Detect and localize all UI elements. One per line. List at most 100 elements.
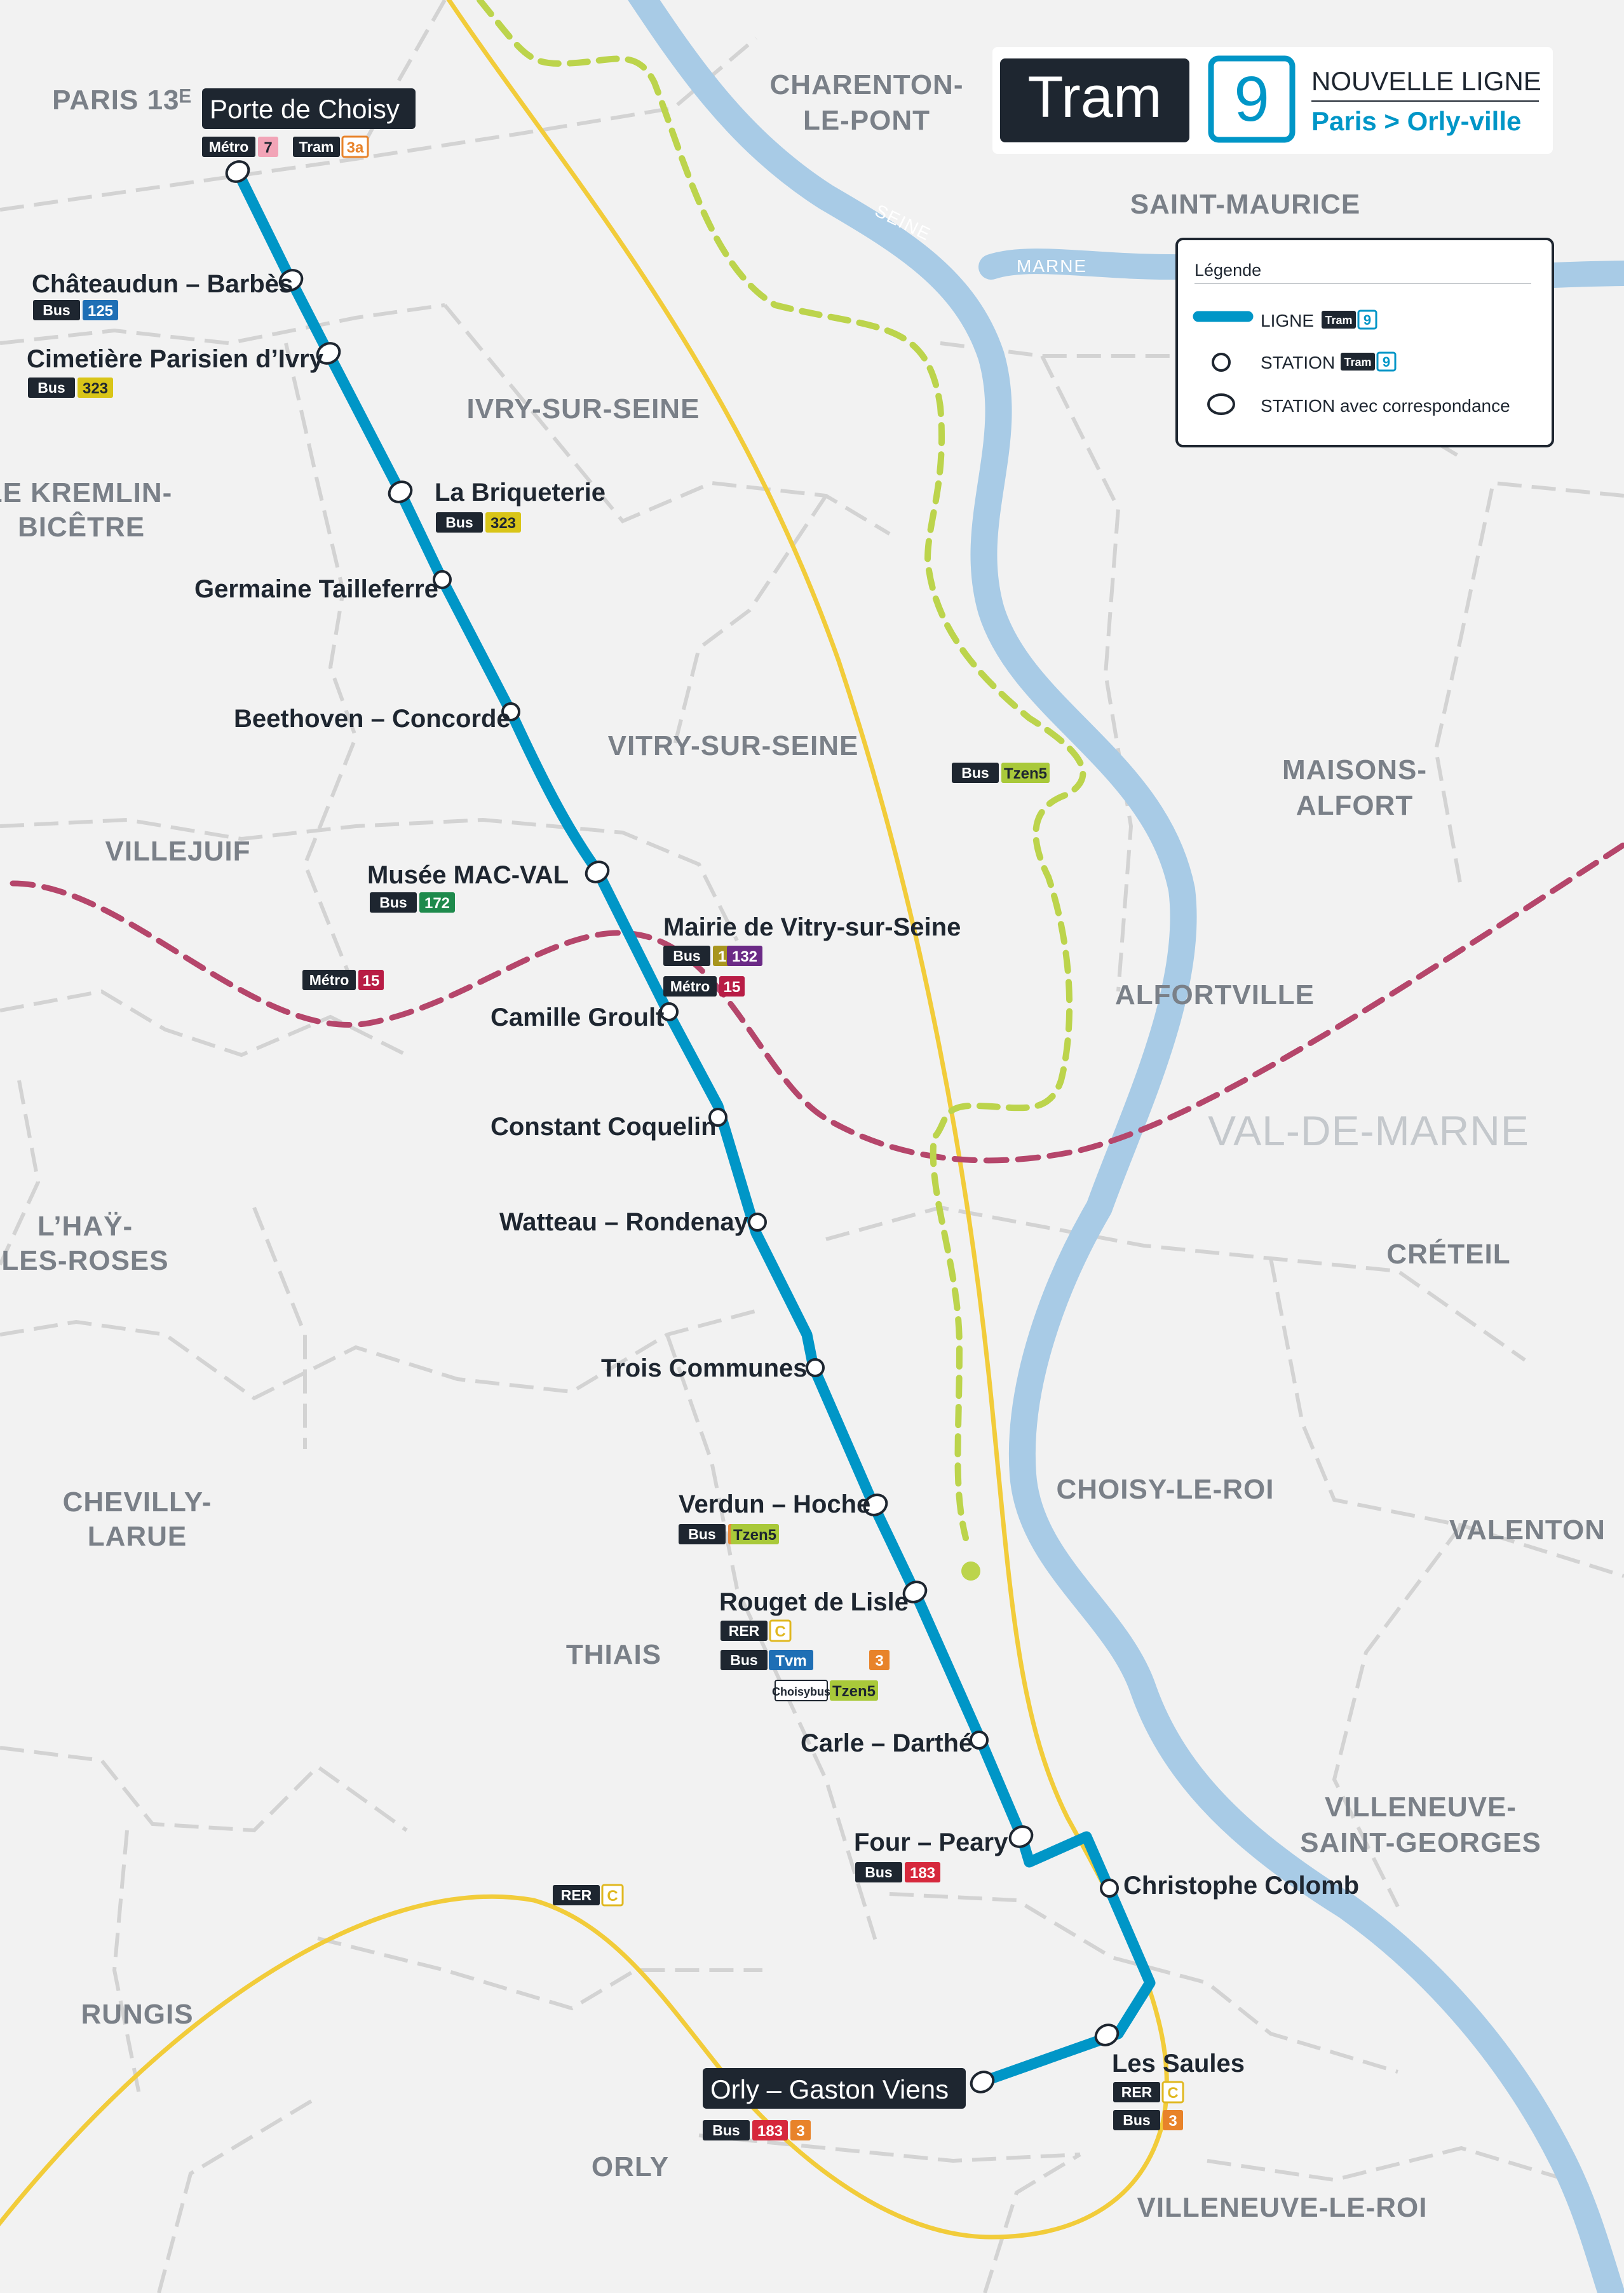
legend-interchange-label: STATION avec correspondance <box>1261 396 1510 416</box>
svg-text:Métro: Métro <box>209 139 249 155</box>
label-watteau-rondenay: Watteau – Rondenay <box>499 1208 749 1236</box>
commune-choisy: CHOISY-LE-ROI <box>1056 1474 1274 1505</box>
label-la-briqueterie: La Briqueterie <box>435 479 606 507</box>
label-camille-groult: Camille Groult <box>491 1004 664 1031</box>
label-rouget-de-lisle: Rouget de Lisle <box>719 1588 909 1616</box>
svg-text:323: 323 <box>491 515 516 532</box>
svg-text:Tram: Tram <box>299 139 334 155</box>
svg-text:Choisybus: Choisybus <box>772 1685 830 1698</box>
svg-text:132: 132 <box>732 948 757 965</box>
svg-text:Bus: Bus <box>865 1864 892 1881</box>
tram-mode-box <box>1000 58 1189 142</box>
label-constant-coquelin: Constant Coquelin <box>491 1113 717 1141</box>
svg-text:Bus: Bus <box>730 1652 757 1668</box>
label-beethoven-concorde: Beethoven – Concorde <box>234 705 511 733</box>
station-beethoven-concorde <box>501 702 520 721</box>
svg-text:183: 183 <box>757 2123 783 2140</box>
svg-text:125: 125 <box>88 303 113 320</box>
svg-text:Bus: Bus <box>379 894 407 911</box>
station-cimetiere-parisien-ivry <box>316 342 341 365</box>
commune-kremlin-2: BICÊTRE <box>18 511 145 543</box>
label-musee-mac-val: Musée MAC-VAL <box>367 861 569 889</box>
svg-text:172: 172 <box>424 895 450 912</box>
seine-river <box>628 0 1624 2293</box>
terminus-box-orly-gaston-viens <box>703 2068 966 2109</box>
svg-text:Bus: Bus <box>712 2122 740 2139</box>
station-porte-de-choisy <box>225 160 250 183</box>
svg-text:Bus: Bus <box>961 765 989 781</box>
badge-métro-7: Métro 7 <box>202 137 278 157</box>
station-rouget-de-lisle <box>902 1581 928 1603</box>
label-porte-de-choisy: Porte de Choisy <box>210 94 400 124</box>
badge-tzen5: Tzen5 <box>731 1524 779 1544</box>
header: Tram 9 NOUVELLE LIGNE Paris > Orly-ville <box>992 47 1553 154</box>
svg-text:15: 15 <box>724 979 741 996</box>
badge-bus-183: Bus 183 <box>703 2120 788 2140</box>
commune-lhay-2: LES-ROSES <box>1 1245 168 1276</box>
svg-text:7: 7 <box>264 139 272 156</box>
label-carle-darthe: Carle – Darthé <box>801 1729 973 1757</box>
commune-labels: PARIS 13ᴱ CHARENTON- LE-PONT SAINT-MAURI… <box>0 69 1606 2223</box>
svg-text:Bus: Bus <box>1123 2112 1150 2128</box>
commune-saint-maurice: SAINT-MAURICE <box>1130 189 1361 220</box>
svg-text:Bus: Bus <box>445 514 473 531</box>
marne-label: MARNE <box>1017 256 1087 276</box>
badge-bus-323: Bus 323 <box>28 378 113 398</box>
label-orly-gaston-viens: Orly – Gaston Viens <box>710 2074 949 2104</box>
commune-orly: ORLY <box>592 2151 669 2182</box>
svg-text:183: 183 <box>910 1865 935 1882</box>
station-trois-communes <box>806 1358 825 1377</box>
badge-bus-323: Bus 323 <box>436 512 521 533</box>
commune-villejuif: VILLEJUIF <box>105 836 250 867</box>
badge-bus-183: Bus 183 <box>855 1862 940 1882</box>
line-number-box <box>1208 55 1296 143</box>
svg-text:Bus: Bus <box>37 379 65 396</box>
commune-chevilly-2: LARUE <box>88 1521 187 1552</box>
region-val-de-marne: VAL-DE-MARNE <box>1208 1107 1529 1154</box>
commune-kremlin: LE KREMLIN- <box>0 477 172 508</box>
svg-text:Métro: Métro <box>309 972 349 988</box>
label-chateaudun-barbes: Châteaudun – Barbès <box>32 270 293 298</box>
legend-panel <box>1175 238 1554 447</box>
line-number: 9 <box>1234 64 1269 135</box>
svg-text:Tram: Tram <box>1325 314 1352 327</box>
svg-text:RER: RER <box>1121 2084 1153 2100</box>
commune-valenton: VALENTON <box>1449 1514 1606 1546</box>
svg-text:Tzen5: Tzen5 <box>832 1683 876 1700</box>
commune-lhay: L’HAŸ- <box>37 1211 133 1242</box>
badge-3: 3 <box>869 1650 890 1670</box>
label-verdun-hoche: Verdun – Hoche <box>679 1490 870 1518</box>
commune-maisons-2: ALFORT <box>1296 790 1413 821</box>
svg-text:Bus: Bus <box>688 1526 715 1542</box>
station-constant-coquelin <box>708 1108 727 1127</box>
svg-text:Tzen5: Tzen5 <box>1004 765 1047 782</box>
station-carle-darthe <box>970 1731 989 1750</box>
svg-text:323: 323 <box>83 380 108 397</box>
svg-text:9: 9 <box>1383 354 1390 370</box>
commune-charenton-2: LE-PONT <box>803 105 930 136</box>
svg-text:C: C <box>607 1888 618 1905</box>
svg-text:3: 3 <box>875 1652 883 1670</box>
station-verdun-hoche <box>863 1494 888 1516</box>
commune-maisons: MAISONS- <box>1282 754 1427 786</box>
station-la-briqueterie <box>388 480 413 503</box>
legend-line-label: LIGNE <box>1261 311 1314 330</box>
badge-bus-172: Bus 172 <box>370 892 455 913</box>
label-mairie-vitry: Mairie de Vitry-sur-Seine <box>663 913 961 941</box>
badge-tvm: Tvm <box>769 1650 813 1670</box>
svg-text:3: 3 <box>796 2123 804 2140</box>
station-watteau-rondenay <box>748 1213 767 1232</box>
line-status: NOUVELLE LIGNE <box>1311 66 1541 96</box>
tzen5-line <box>477 0 1086 1581</box>
